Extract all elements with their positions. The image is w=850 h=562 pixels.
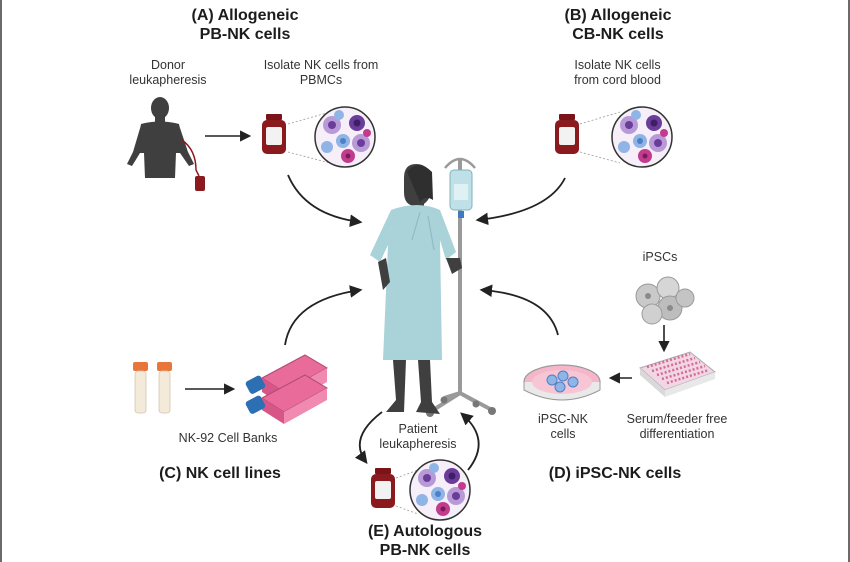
petri-dish-icon — [523, 364, 601, 401]
isolate-pbmc-line1: Isolate NK cells from — [263, 58, 379, 72]
arrow-patient-to-bag — [354, 411, 383, 465]
arrow-b-to-patient — [475, 177, 566, 226]
isolate-cord-blood-label: Isolate NK cells from cord blood — [555, 58, 680, 88]
serum-feeder-free-label: Serum/feeder free differentiation — [612, 412, 742, 442]
cryo-tube-icon — [133, 362, 172, 414]
serum-feeder-free-line1: Serum/feeder free — [626, 412, 728, 426]
patient-leukapheresis-line2: leukapheresis — [379, 437, 457, 451]
small-blood-bag-icon — [195, 176, 205, 191]
isolate-cord-blood-line1: Isolate NK cells — [574, 58, 661, 72]
ipscs-label: iPSCs — [642, 250, 678, 264]
arrow-a-to-patient — [287, 174, 363, 227]
section-b-title: (B) Allogeneic CB-NK cells — [548, 6, 688, 44]
arrow-cells-to-patient — [460, 412, 480, 471]
right-frame-edge — [848, 0, 850, 562]
section-e-title: (E) Autologous PB-NK cells — [355, 522, 495, 560]
blood-bag-icon — [262, 114, 286, 154]
isolate-cord-blood-line2: from cord blood — [574, 73, 661, 87]
cb-nk-cell-cluster-icon — [611, 106, 673, 168]
section-a-title-line1: (A) Allogeneic — [191, 7, 299, 24]
ipsc-nk-cells-line2: cells — [550, 427, 576, 441]
left-frame-edge — [0, 0, 2, 562]
donor-leukapheresis-label: Donor leukapheresis — [118, 58, 218, 88]
iv-bag-icon — [449, 169, 473, 236]
nk92-cell-banks-label: NK-92 Cell Banks — [178, 431, 278, 445]
arrow-c-to-patient — [284, 285, 363, 346]
cell-culture-flask-icon — [245, 354, 329, 424]
ipsc-nk-cells-label: iPSC-NK cells — [525, 412, 601, 442]
serum-feeder-free-line2: differentiation — [639, 427, 715, 441]
well-plate-icon — [639, 351, 717, 397]
donor-blood-line — [181, 139, 205, 191]
donor-leukapheresis-line2: leukapheresis — [129, 73, 207, 87]
arrow-d-to-patient — [479, 284, 559, 336]
patient-leukapheresis-label: Patient leukapheresis — [368, 422, 468, 452]
ipsc-colony-icon — [635, 276, 695, 325]
section-b-title-line2: CB-NK cells — [572, 26, 664, 43]
section-b-title-line1: (B) Allogeneic — [564, 7, 672, 24]
ipsc-nk-cells-line1: iPSC-NK — [537, 412, 588, 426]
section-c-title: (C) NK cell lines — [159, 465, 281, 482]
isolate-pbmc-line2: PBMCs — [299, 73, 343, 87]
isolate-pbmc-label: Isolate NK cells from PBMCs — [246, 58, 396, 88]
donor-leukapheresis-line1: Donor — [150, 58, 186, 72]
cord-blood-bag-icon — [555, 114, 579, 154]
section-e-title-line2: PB-NK cells — [379, 542, 471, 559]
autologous-blood-bag-icon — [371, 468, 395, 508]
section-a-title-line2: PB-NK cells — [199, 26, 291, 43]
autologous-nk-cell-cluster-icon — [409, 459, 471, 521]
nk-cell-cluster-icon — [314, 106, 376, 168]
section-d-title: (D) iPSC-NK cells — [548, 465, 682, 482]
section-e-title-line1: (E) Autologous — [367, 523, 483, 540]
section-a-title: (A) Allogeneic PB-NK cells — [175, 6, 315, 44]
patient-leukapheresis-line1: Patient — [398, 422, 438, 436]
patient-silhouette-icon — [370, 164, 462, 414]
donor-silhouette-icon — [127, 97, 194, 178]
